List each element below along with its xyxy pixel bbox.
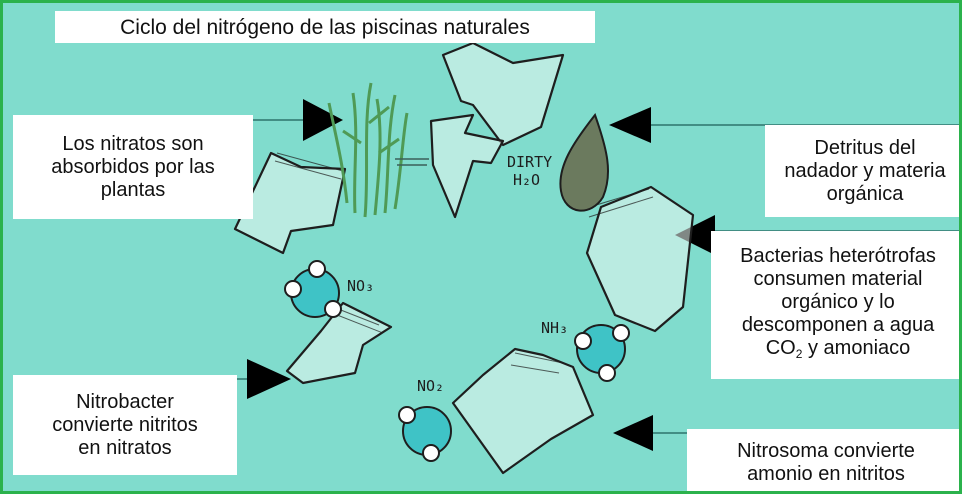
molecule-nh3-icon — [574, 324, 630, 382]
pointer-arrow-detritus — [609, 107, 651, 143]
cycle-illustration: DIRTY H₂O NO₃ NH₃ NO₂ — [233, 41, 959, 475]
cycle-arrow-left — [285, 301, 393, 385]
pointer-arrow-bacteria — [675, 215, 715, 255]
h2o-label: H₂O — [513, 171, 540, 189]
label-detritus: Detritus del nadador y materia orgánica — [765, 125, 959, 217]
plants-illustration — [327, 82, 409, 218]
detritus-drop-icon — [559, 112, 609, 212]
molecule-no3-icon — [284, 260, 342, 318]
label-nitrosoma: Nitrosoma convierte amonio en nitritos — [687, 429, 959, 491]
nh3-label: NH₃ — [541, 319, 568, 337]
pointer-arrow-nitrobacter — [247, 359, 291, 399]
cycle-arrow-right — [585, 185, 695, 333]
label-heterotrophic-bacteria: Bacterias heterótrofas consumen material… — [711, 231, 959, 379]
label-nitrobacter: Nitrobacter convierte nitritos en nitrat… — [13, 375, 237, 475]
cycle-arrow-upper-left — [233, 151, 347, 255]
no2-label: NO₂ — [417, 377, 444, 395]
cycle-arrow-top — [441, 41, 565, 147]
water-lines — [395, 158, 429, 166]
label-nitrates-absorbed: Los nitratos son absorbidos por las plan… — [13, 115, 253, 219]
bacteria-text: Bacterias heterótrofas consumen material… — [740, 244, 936, 359]
no3-label: NO₃ — [347, 277, 374, 295]
dirty-label: DIRTY — [507, 153, 552, 171]
pointer-arrow-nitrosoma — [613, 415, 653, 451]
molecule-no2-icon — [398, 406, 452, 462]
cycle-arrow-dirty-water — [429, 113, 505, 219]
diagram-title: Ciclo del nitrógeno de las piscinas natu… — [55, 11, 595, 43]
cycle-arrow-bottom — [451, 347, 595, 475]
co2-subscript: 2 — [795, 346, 803, 361]
pointer-arrow-plants — [303, 99, 343, 141]
bacteria-text-tail: y amoniaco — [802, 336, 911, 359]
